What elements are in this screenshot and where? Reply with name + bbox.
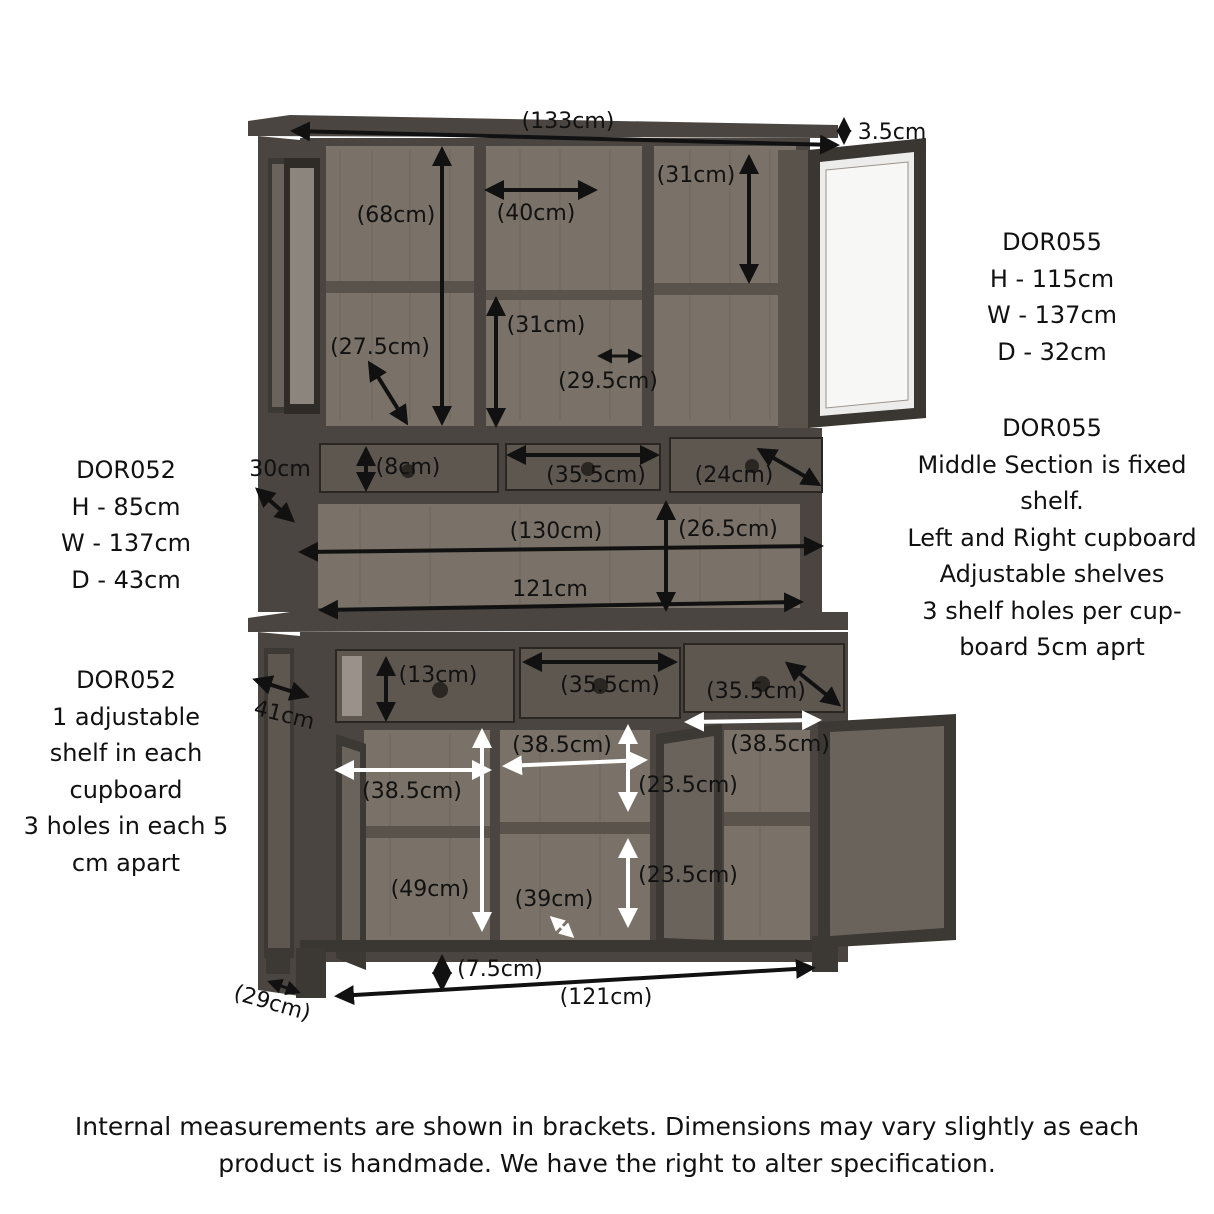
label-cupboard-left-width: (38.5cm) [362, 779, 462, 804]
lower-notes-line: shelf in each [49, 739, 203, 767]
label-upper-middle-depth: (29.5cm) [558, 369, 658, 394]
label-bottom-width: (121cm) [560, 985, 653, 1010]
label-plinth-height: (7.5cm) [457, 957, 543, 982]
arrow-upper-left-depth [367, 360, 409, 426]
upper-unit-code: DOR055 [1002, 228, 1102, 256]
upper-notes-code: DOR055 [1002, 414, 1102, 442]
arrow-upper-overall-depth [255, 487, 295, 523]
label-cupboard-bottom-height: (23.5cm) [638, 863, 738, 888]
label-cupboard-depth: (39cm) [515, 887, 594, 912]
label-top-width: (133cm) [522, 109, 615, 134]
arrow-top-width [290, 121, 840, 155]
label-big-drawer-height: (13cm) [399, 663, 478, 688]
cupboard-middle-shelf [500, 822, 650, 834]
upper-notes-line: Adjustable shelves [939, 560, 1165, 588]
dimension-arrows [252, 117, 852, 1006]
lower-notes-line: 1 adjustable [51, 702, 200, 731]
leg-front-right [812, 936, 838, 972]
arrow-small-drawer-depth [756, 447, 822, 487]
big-drawer-left [335, 649, 515, 723]
cupboard-left-shelf [364, 826, 490, 838]
label-cupboard-left-height: (49cm) [391, 877, 470, 902]
arrow-big-drawer-depth [784, 661, 842, 707]
lower-unit-height: H - 85cm [71, 492, 181, 521]
label-cupboard-top-height: (23.5cm) [638, 773, 738, 798]
label-upper-middle-width: (40cm) [497, 201, 576, 226]
lower-unit-depth: D - 43cm [71, 565, 181, 594]
lower-unit-width: W - 137cm [60, 529, 192, 557]
plinth [300, 940, 820, 952]
upper-unit-spec: DOR055 H - 115cm W - 137cm D - 32cm [970, 224, 1134, 370]
lower-unit [248, 612, 956, 998]
arrow-cupboard-right-width [684, 710, 822, 732]
leg-front-left [296, 948, 326, 998]
small-drawer-row [300, 428, 823, 498]
cupboard-right-interior [724, 730, 810, 940]
label-middle-height: (26.5cm) [678, 517, 778, 542]
label-small-drawer-depth: (24cm) [695, 463, 774, 488]
label-upper-left-height: (68cm) [357, 203, 436, 228]
upper-unit-width: W - 137cm [986, 301, 1118, 329]
upper-notes-line: 3 shelf holes per cup- [922, 596, 1182, 625]
upper-right-shelf [654, 283, 796, 295]
upper-left-shelf [326, 281, 474, 293]
lower-unit-spec: DOR052 H - 85cm W - 137cm D - 43cm [40, 452, 212, 598]
lower-notes-line: 3 holes in each 5 [23, 812, 229, 840]
upper-unit-height: H - 115cm [989, 264, 1115, 293]
upper-middle-divider [486, 290, 642, 300]
lower-unit-code: DOR052 [76, 456, 176, 484]
upper-notes-line: board 5cm aprt [959, 633, 1145, 661]
label-big-drawer-depth: (35.5cm) [706, 679, 806, 704]
label-middle-inner-width: (130cm) [510, 519, 603, 544]
label-cupboard-middle-width: (38.5cm) [512, 733, 612, 758]
arrow-middle-inner-width [298, 536, 824, 562]
label-cupboard-right-width: (38.5cm) [730, 732, 830, 757]
arrow-middle-outer-width [318, 592, 804, 620]
leg-back-left [266, 948, 290, 974]
label-middle-outer-width: 121cm [512, 577, 588, 602]
measurement-labels: (133cm) 3.5cm (68cm) (40cm) (31cm) (31cm… [231, 109, 926, 1026]
arrow-bottom-width [334, 958, 816, 1006]
cupboard-right-shelf [724, 812, 810, 826]
lower-notes-line: cupboard [69, 775, 183, 804]
label-upper-right-top-height: (31cm) [657, 163, 736, 188]
label-small-drawer-height: (8cm) [376, 455, 441, 480]
label-big-drawer-width: (35.5cm) [560, 673, 660, 698]
lower-top [248, 612, 848, 632]
upper-unit-notes: DOR055 Middle Section is fixed shelf. Le… [896, 410, 1208, 666]
upper-notes-line: shelf. [1020, 487, 1084, 515]
label-small-drawer-width: (35.5cm) [546, 463, 646, 488]
label-upper-overall-depth: 30cm [249, 457, 311, 482]
label-cornice-height: 3.5cm [858, 120, 927, 145]
arrow-cupboard-depth [549, 915, 575, 939]
lower-notes-code: DOR052 [76, 666, 176, 694]
arrow-leg-depth [267, 978, 301, 996]
footer-line-2: product is handmade. We have the right t… [218, 1149, 996, 1178]
arrow-lower-depth [252, 675, 310, 701]
label-upper-left-depth: (27.5cm) [330, 335, 430, 360]
upper-hutch [248, 115, 926, 612]
footer-line-1: Internal measurements are shown in brack… [74, 1112, 1140, 1141]
upper-notes-line: Left and Right cupboard [907, 523, 1197, 552]
footer-disclaimer: Internal measurements are shown in brack… [0, 1108, 1214, 1182]
upper-unit-depth: D - 32cm [997, 337, 1107, 366]
upper-notes-line: Middle Section is fixed [917, 450, 1187, 479]
lower-notes-line: cm apart [71, 848, 181, 877]
label-upper-middle-lower-height: (31cm) [507, 313, 586, 338]
lower-unit-notes: DOR052 1 adjustable shelf in each cupboa… [10, 662, 242, 881]
